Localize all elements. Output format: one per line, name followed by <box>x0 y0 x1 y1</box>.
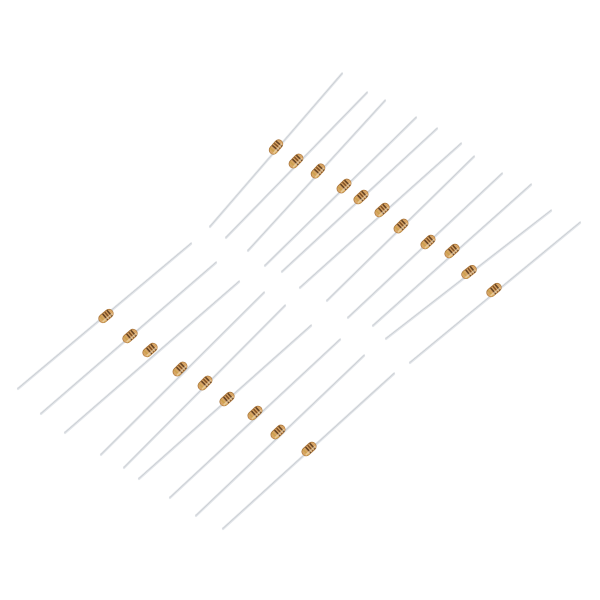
body-highlight <box>126 333 137 343</box>
resistor-body <box>270 424 286 440</box>
body-highlight <box>274 428 285 439</box>
body-highlight <box>490 287 501 297</box>
resistor-body <box>420 234 436 250</box>
resistor <box>224 91 369 240</box>
body-highlight <box>273 143 283 154</box>
lead-wire-shadow <box>63 280 241 435</box>
body-highlight <box>305 446 316 456</box>
body-highlight <box>201 379 212 390</box>
resistor-body <box>310 163 326 179</box>
body-highlight <box>340 182 351 193</box>
lead-wire <box>64 280 240 433</box>
resistor-body <box>122 328 138 344</box>
body-highlight <box>102 313 113 323</box>
resistor-body <box>268 139 284 155</box>
resistor <box>371 183 533 328</box>
resistor-body <box>461 264 477 280</box>
resistor-body <box>486 282 502 298</box>
resistor <box>346 172 504 320</box>
resistor-body <box>247 405 263 421</box>
resistor <box>280 127 439 274</box>
resistor-body <box>444 243 460 259</box>
resistor <box>384 209 553 341</box>
resistor <box>39 261 218 416</box>
resistor <box>298 142 463 290</box>
resistor <box>168 338 342 500</box>
resistor-body <box>98 308 114 324</box>
resistor-body <box>142 342 158 358</box>
resistor <box>63 280 241 435</box>
resistor <box>263 116 418 268</box>
resistor-body <box>172 361 188 377</box>
resistor-body <box>288 153 304 169</box>
resistor <box>221 372 396 531</box>
body-highlight <box>424 238 435 249</box>
resistor <box>99 291 266 457</box>
resistor-body <box>336 178 352 194</box>
resistor <box>194 354 366 518</box>
resistor-body <box>374 202 390 218</box>
lead-wire-highlight <box>64 280 240 432</box>
resistor <box>325 155 476 303</box>
resistor <box>137 324 313 481</box>
body-highlight <box>176 365 187 376</box>
resistor <box>122 304 287 470</box>
resistor-body <box>393 218 409 234</box>
body-highlight <box>251 409 262 420</box>
resistor <box>16 242 193 391</box>
body-highlight <box>397 222 408 233</box>
lead-wire-shadow <box>99 291 266 457</box>
resistor <box>246 99 387 253</box>
resistor-body <box>301 441 317 457</box>
body-highlight <box>315 167 325 178</box>
resistor-body <box>219 391 235 407</box>
body-highlight <box>146 347 157 357</box>
body-highlight <box>448 248 459 258</box>
resistor <box>208 72 344 229</box>
body-highlight <box>292 157 303 168</box>
body-highlight <box>465 269 476 279</box>
body-highlight <box>378 207 389 217</box>
resistor-body <box>197 375 213 391</box>
body-highlight <box>223 396 234 406</box>
body-highlight <box>357 193 368 204</box>
resistor-body <box>353 189 369 205</box>
resistor <box>408 221 582 365</box>
